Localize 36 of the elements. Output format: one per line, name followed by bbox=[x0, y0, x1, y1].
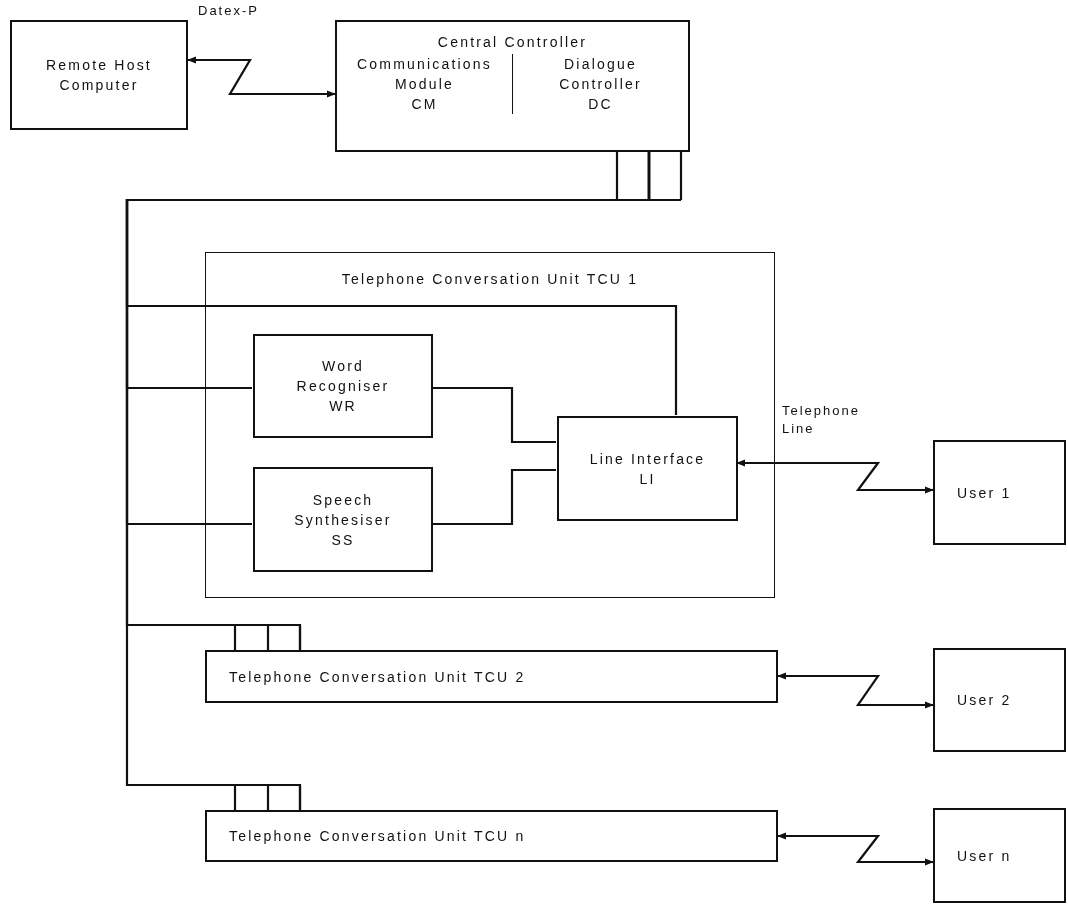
node-label: WR bbox=[328, 397, 358, 416]
module-box bbox=[557, 416, 738, 521]
node-label: SS bbox=[330, 530, 356, 550]
unit-box bbox=[933, 808, 1066, 903]
node-label: Telephone Conversation Unit TCU n bbox=[229, 827, 526, 846]
arrow bbox=[777, 672, 934, 709]
module-box bbox=[10, 20, 188, 130]
unit-box bbox=[205, 650, 778, 703]
connector-line bbox=[432, 386, 556, 444]
node-label: User 1 bbox=[957, 483, 1012, 503]
unit-box bbox=[205, 810, 778, 862]
node-label: Central Controller bbox=[437, 33, 588, 52]
node-label: DC bbox=[587, 95, 614, 114]
node-label: Remote Host Computer bbox=[45, 56, 153, 95]
node-label: Communications Module bbox=[355, 55, 494, 94]
connector-line bbox=[125, 152, 651, 810]
node-label: Dialogue Controller bbox=[558, 55, 643, 94]
arrow bbox=[187, 56, 336, 98]
unit-frame bbox=[205, 252, 775, 598]
node-label: User 2 bbox=[957, 691, 1012, 710]
node-label: CM bbox=[410, 95, 439, 114]
node-label: User n bbox=[957, 846, 1012, 866]
unit-box bbox=[933, 648, 1066, 752]
node-label: Telephone Conversation Unit TCU 2 bbox=[229, 667, 526, 687]
node-label: Speech Synthesiser bbox=[293, 490, 393, 530]
node-label: LI bbox=[638, 469, 657, 489]
node-label: Word Recogniser bbox=[295, 357, 391, 396]
arrow bbox=[736, 459, 934, 494]
controller-box bbox=[335, 20, 690, 152]
unit-heading: Telephone Conversation Unit TCU 1 bbox=[341, 270, 639, 289]
node-label: Line Interface bbox=[588, 449, 707, 469]
unit-box bbox=[933, 440, 1066, 545]
module-box bbox=[253, 334, 433, 438]
arrow bbox=[777, 832, 934, 866]
module-box bbox=[253, 467, 433, 572]
connector-line bbox=[432, 468, 556, 526]
